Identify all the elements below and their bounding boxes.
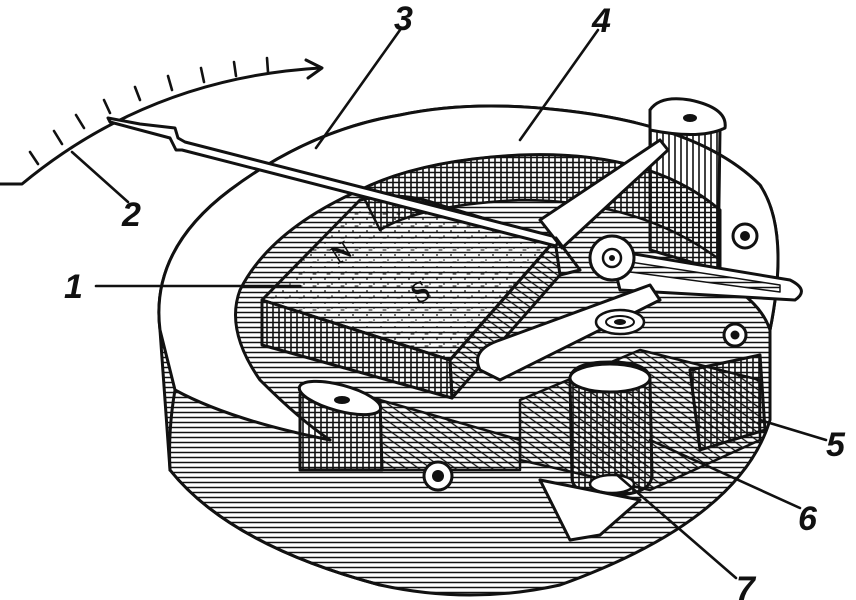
front-bracket [297, 379, 522, 492]
scale-ticks [28, 56, 270, 166]
leader-5 [758, 418, 828, 442]
callout-5: 5 [826, 426, 846, 464]
pointer-needle [106, 116, 670, 277]
callout-3: 3 [394, 0, 413, 38]
leader-4 [518, 28, 600, 142]
callout-7: 7 [736, 570, 757, 600]
callout-1: 1 [64, 268, 83, 306]
leader-6 [648, 438, 802, 510]
scale-arc [0, 56, 324, 186]
callout-2: 2 [121, 196, 141, 234]
leader-2 [70, 150, 130, 204]
moving-coil-assembly [518, 308, 767, 542]
leader-7 [614, 472, 738, 580]
callout-4: 4 [591, 2, 611, 40]
counterweight-arm [588, 234, 803, 302]
support-strip [476, 283, 662, 382]
leader-lines [70, 28, 828, 580]
callout-labels: 1 2 3 4 5 6 7 [64, 0, 846, 600]
callout-6: 6 [798, 500, 818, 538]
leader-3 [314, 28, 402, 150]
